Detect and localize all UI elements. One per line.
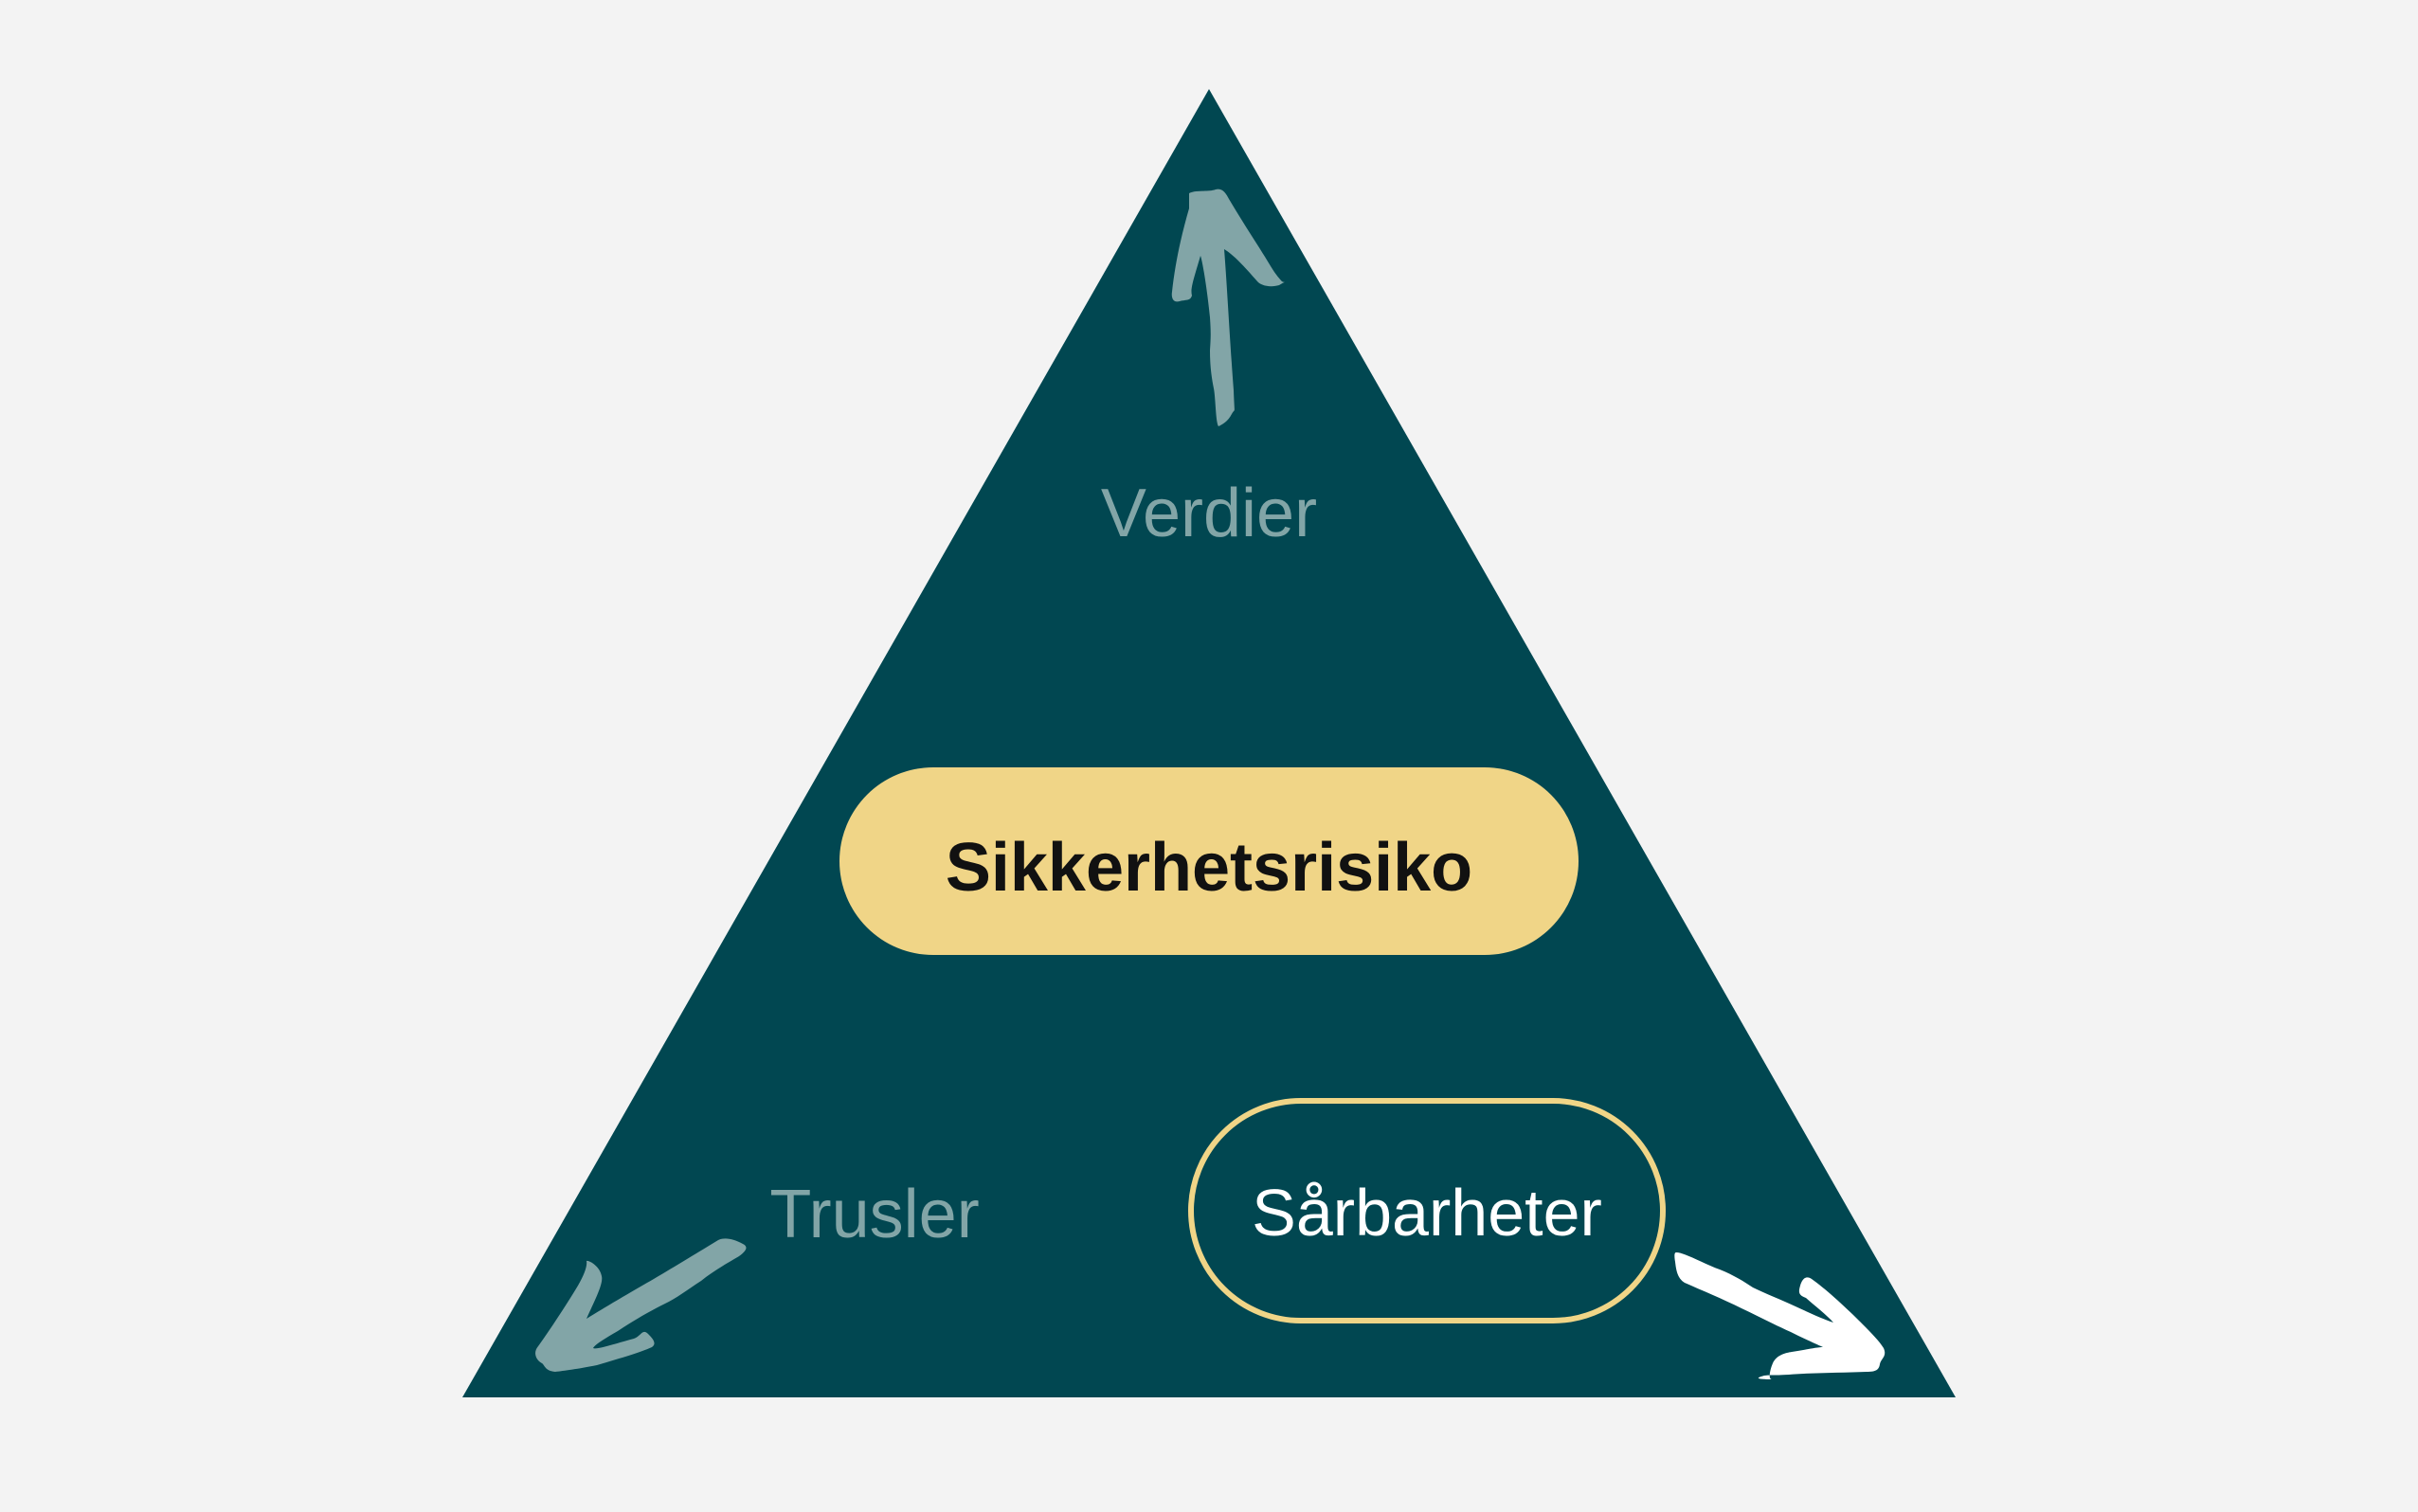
risk-triangle [462,89,1956,1397]
arrow-down-right-icon [1674,1252,1886,1379]
center-label: Sikkerhetsrisiko [946,830,1472,906]
arrow-down-left-icon [535,1238,747,1372]
top-label: Verdier [1101,476,1317,551]
bottom-left-label: Trusler [769,1177,979,1252]
center-pill [839,767,1579,955]
bottom-right-label: Sårbarheter [1252,1176,1602,1250]
vulnerabilities-pill [1188,1098,1666,1323]
arrow-up-icon [1171,189,1285,426]
